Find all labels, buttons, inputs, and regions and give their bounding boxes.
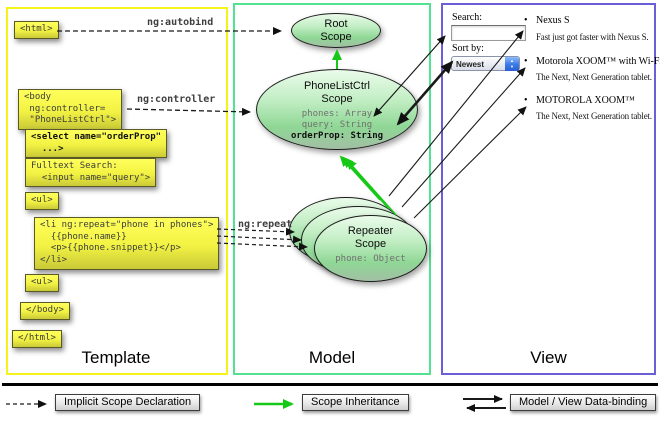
code-line: </html> bbox=[18, 333, 56, 343]
code-line: <body bbox=[24, 92, 52, 102]
phonelistctrl-prop-query: query: String bbox=[301, 119, 373, 130]
sort-by-label: Sort by: bbox=[452, 43, 484, 54]
template-column bbox=[6, 7, 228, 375]
repeater-title-line1: Repeater bbox=[347, 225, 394, 237]
legend-scope-inheritance: Scope Inheritance bbox=[302, 394, 409, 411]
ng-repeat-label: ng:repeat bbox=[238, 219, 293, 230]
sort-select[interactable]: Newest ▲ ▼ bbox=[451, 56, 520, 71]
code-line: <ul> bbox=[31, 277, 53, 287]
phonelistctrl-scope-ellipse: PhoneListCtrl Scope phones: Array query:… bbox=[256, 69, 418, 150]
html-open-box: <html> bbox=[14, 21, 59, 39]
code-line: Fulltext Search: bbox=[31, 161, 118, 171]
phonelistctrl-title-line2: Scope bbox=[321, 92, 353, 105]
code-line: ...> bbox=[31, 143, 64, 154]
view-column-label: View bbox=[530, 348, 567, 367]
select-stepper-icon: ▲ ▼ bbox=[505, 57, 519, 71]
code-line: <html> bbox=[20, 24, 53, 34]
phonelistctrl-prop-phones: phones: Array bbox=[301, 108, 373, 119]
body-open-box: <body ng:controller= "PhoneListCtrl"> bbox=[18, 89, 123, 131]
stepper-down-icon: ▼ bbox=[510, 64, 514, 69]
item-desc-3: The Next, Next Generation tablet. bbox=[536, 111, 652, 121]
code-line: "PhoneListCtrl"> bbox=[24, 115, 117, 126]
bullet-icon: • bbox=[524, 15, 528, 26]
bullet-icon: • bbox=[524, 56, 528, 67]
code-line: <input name="query"> bbox=[31, 172, 151, 183]
fulltext-search-box: Fulltext Search: <input name="query"> bbox=[25, 158, 157, 188]
item-desc-1: Fast just got faster with Nexus S. bbox=[536, 32, 649, 42]
sort-select-value: Newest bbox=[456, 60, 485, 69]
ul-open-box: <ul> bbox=[25, 192, 59, 210]
code-line: <select name="orderProp" bbox=[31, 132, 162, 142]
code-line: </body> bbox=[26, 305, 64, 315]
code-line: <li ng:repeat="phone in phones"> bbox=[40, 220, 214, 230]
root-scope-title-line1: Root bbox=[324, 18, 348, 30]
model-column bbox=[233, 3, 431, 375]
code-line: {{phone.name}} bbox=[40, 231, 127, 242]
item-title-1: Nexus S bbox=[536, 15, 570, 26]
repeater-scope-ellipse-front: Repeater Scope phone: Object bbox=[314, 215, 427, 282]
ng-autobind-label: ng:autobind bbox=[147, 17, 214, 28]
select-box: <select name="orderProp" ...> bbox=[25, 129, 168, 159]
code-line: <p>{{phone.snippet}}</p> bbox=[40, 243, 181, 254]
legend-model-view-binding: Model / View Data-binding bbox=[510, 394, 657, 411]
legend-divider bbox=[2, 383, 658, 386]
search-label: Search: bbox=[452, 12, 482, 23]
search-input[interactable] bbox=[451, 25, 526, 41]
bullet-icon: • bbox=[524, 95, 528, 106]
template-column-label: Template bbox=[81, 348, 151, 367]
root-scope-title-line2: Scope bbox=[320, 30, 352, 43]
item-title-2: Motorola XOOM™ with Wi-Fi bbox=[536, 56, 660, 67]
html-close-box: </html> bbox=[12, 330, 62, 348]
code-line: </li> bbox=[40, 255, 68, 266]
phonelistctrl-prop-orderprop: orderProp: String bbox=[290, 130, 384, 141]
repeater-prop-phone: phone: Object bbox=[335, 253, 406, 264]
item-title-3: MOTOROLA XOOM™ bbox=[536, 95, 635, 106]
repeater-title-line2: Scope bbox=[354, 237, 387, 250]
legend-implicit-scope: Implicit Scope Declaration bbox=[55, 394, 201, 411]
code-line: <ul> bbox=[31, 195, 53, 205]
code-line: ng:controller= bbox=[24, 103, 106, 114]
phonelistctrl-title-line1: PhoneListCtrl bbox=[303, 80, 371, 92]
model-column-label: Model bbox=[308, 348, 356, 367]
item-desc-2: The Next, Next Generation tablet. bbox=[536, 72, 652, 82]
root-scope-ellipse: Root Scope bbox=[291, 13, 381, 48]
body-close-box: </body> bbox=[20, 302, 70, 320]
li-repeat-box: <li ng:repeat="phone in phones"> {{phone… bbox=[34, 217, 220, 270]
ng-controller-label: ng:controller bbox=[137, 94, 216, 105]
ul-close-box: <ul> bbox=[25, 274, 59, 292]
